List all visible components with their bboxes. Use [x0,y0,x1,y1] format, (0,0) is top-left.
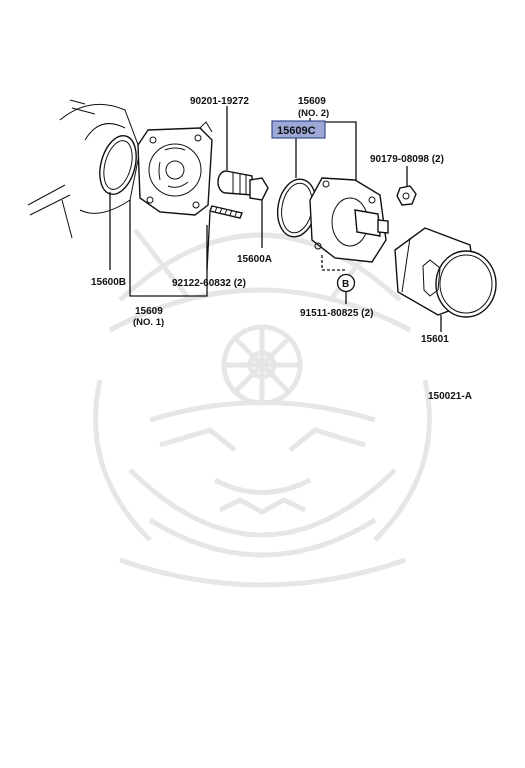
label-15609-no2-sub: (NO. 2) [298,108,329,119]
union-bolt-90201 [217,170,269,201]
gasket-15600b [99,134,137,196]
drawing-number: 150021-A [428,391,472,402]
nut-90179 [396,185,417,206]
label-15609c-highlighted[interactable]: 15609C [277,125,316,137]
label-15600b: 15600B [91,277,126,288]
label-15609-no2: 15609 [298,96,326,107]
callout-b-circle [336,273,356,293]
watermark-logo [93,228,432,588]
label-15609-no1: 15609 [135,306,163,317]
label-90179: 90179-08098 (2) [370,154,444,165]
leader-lines [109,106,442,332]
engine-block-fragment [27,99,141,239]
label-15609-no1-sub: (NO. 1) [133,317,164,328]
filter-bracket-no1 [137,121,213,216]
label-91511: 91511-80825 (2) [300,308,373,319]
highlight-box-15609c[interactable] [271,120,326,139]
filter-bracket-no2 [309,177,389,263]
label-15601: 15601 [421,334,449,345]
label-90201: 90201-19272 [190,96,249,107]
stud-92122 [209,205,243,219]
label-92122: 92122-60832 (2) [172,278,246,289]
oil-filter-15601 [394,227,497,318]
callout-b-label: B [342,279,349,290]
label-15600a: 15600A [237,254,272,265]
